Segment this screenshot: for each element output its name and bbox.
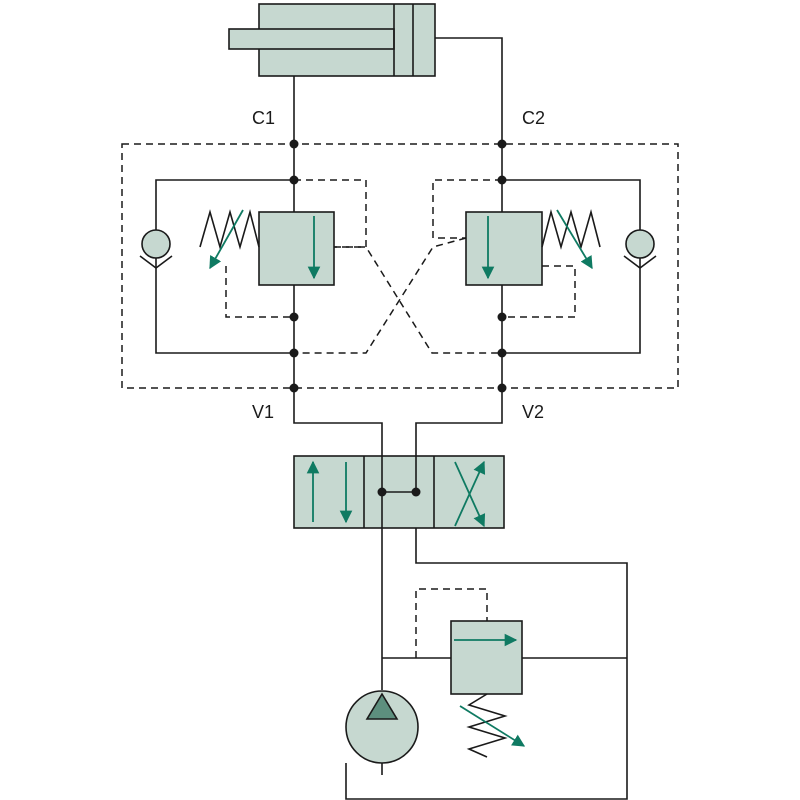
directional-control-valve (293, 455, 505, 529)
check-valve-icon (139, 229, 173, 269)
counterbalance-valve-right (432, 179, 657, 354)
port-label-v1: V1 (252, 402, 274, 422)
block-to-directional-lines (293, 388, 503, 456)
spring-icon (466, 693, 508, 758)
pilot-cross-lines (294, 237, 502, 354)
adjustment-arrow-icon (459, 705, 526, 747)
spring-icon (541, 208, 601, 250)
supply-lines (345, 528, 628, 800)
pressure-relief-valve (415, 588, 526, 758)
adjustment-arrow-icon (209, 209, 244, 270)
port-label-c2: C2 (522, 108, 545, 128)
pump-triangle-icon (365, 692, 399, 720)
cylinder-rod (228, 28, 395, 50)
hydraulic-pump (345, 690, 419, 764)
spring-icon (199, 208, 260, 250)
port-label-v2: V2 (522, 402, 544, 422)
adjustment-arrow-icon (556, 209, 593, 270)
valve-block-enclosure (121, 143, 679, 389)
counterbalance-valve-left (139, 179, 367, 354)
hydraulic-cylinder (228, 3, 436, 77)
cylinder-lines (293, 37, 503, 144)
check-valve-icon (623, 229, 657, 269)
port-label-c1: C1 (252, 108, 275, 128)
